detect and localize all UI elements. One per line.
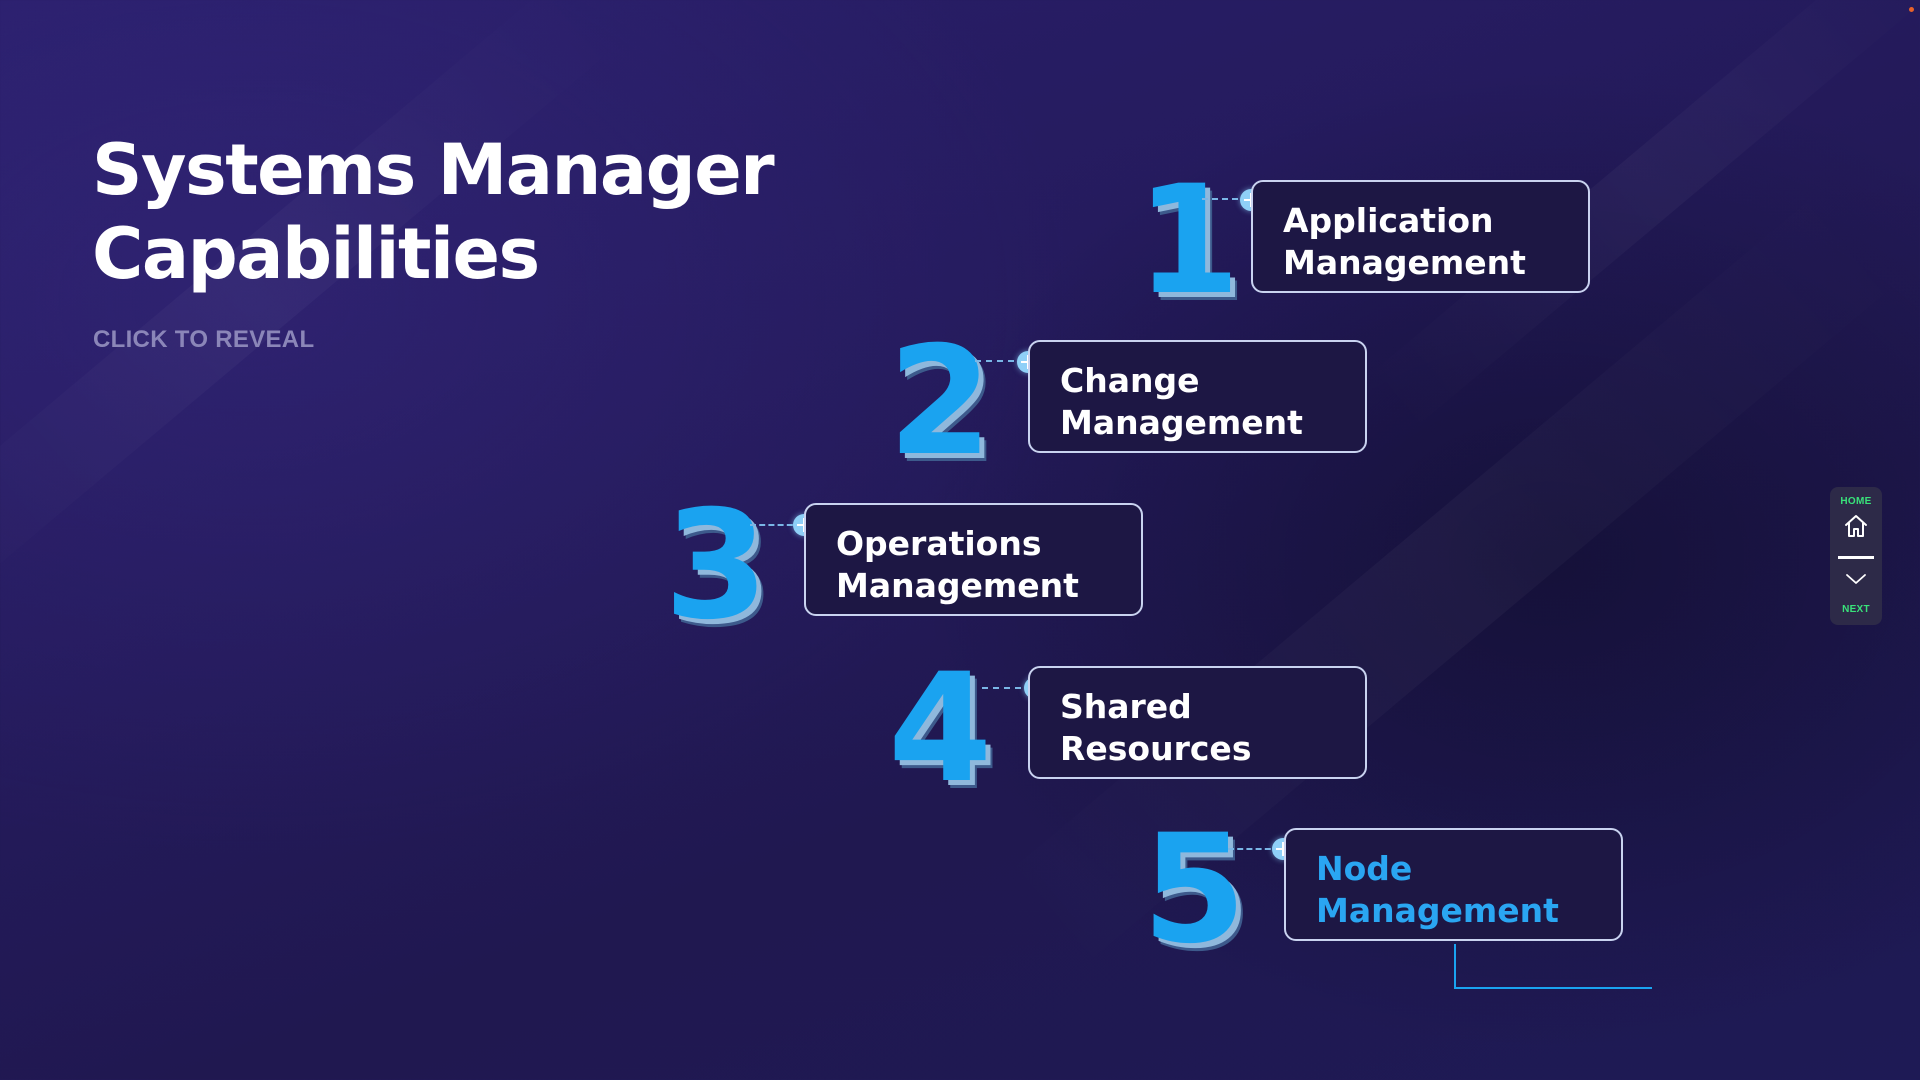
card-label-line-2: Management — [836, 566, 1079, 605]
capability-card-application-management[interactable]: Application Management — [1251, 180, 1590, 293]
step-connector — [750, 524, 802, 526]
step-number: 2 — [888, 315, 992, 489]
step-number: 3 — [664, 479, 768, 653]
chevron-down-icon[interactable] — [1844, 567, 1868, 591]
slide-title: Systems Manager Capabilities — [92, 128, 775, 296]
card-label-line-1: Operations — [836, 524, 1042, 563]
slide-title-line-1: Systems Manager — [92, 129, 775, 211]
nav-divider — [1838, 556, 1874, 559]
card-label-line-1: Application — [1283, 201, 1494, 240]
background-streak — [0, 0, 624, 619]
capability-card-operations-management[interactable]: Operations Management — [804, 503, 1143, 616]
capability-card-shared-resources[interactable]: Shared Resources — [1028, 666, 1367, 779]
card-label-line-2: Resources — [1060, 729, 1252, 768]
step-number: 4 — [888, 642, 992, 816]
step-connector — [1202, 198, 1248, 200]
step-number: 1 — [1136, 154, 1240, 328]
home-icon[interactable] — [1843, 513, 1869, 539]
card-label-line-1: Change — [1060, 361, 1200, 400]
slide-navigation: HOME NEXT — [1830, 487, 1882, 625]
home-label[interactable]: HOME — [1840, 496, 1872, 507]
slide-title-line-2: Capabilities — [92, 213, 540, 295]
capability-card-change-management[interactable]: Change Management — [1028, 340, 1367, 453]
step-connector — [982, 687, 1032, 689]
next-label[interactable]: NEXT — [1842, 604, 1870, 615]
click-to-reveal-instruction: CLICK TO REVEAL — [93, 326, 315, 353]
card-label-line-2: Management — [1060, 403, 1303, 442]
step-connector — [975, 360, 1025, 362]
card-label-line-1: Node — [1316, 849, 1413, 888]
card-label-line-1: Shared — [1060, 687, 1192, 726]
active-card-underline — [1454, 944, 1652, 989]
status-dot — [1909, 7, 1914, 12]
capability-card-node-management[interactable]: Node Management — [1284, 828, 1623, 941]
card-label-line-2: Management — [1283, 243, 1526, 282]
step-number: 5 — [1142, 803, 1246, 977]
step-connector — [1228, 848, 1280, 850]
card-label-line-2: Management — [1316, 891, 1559, 930]
